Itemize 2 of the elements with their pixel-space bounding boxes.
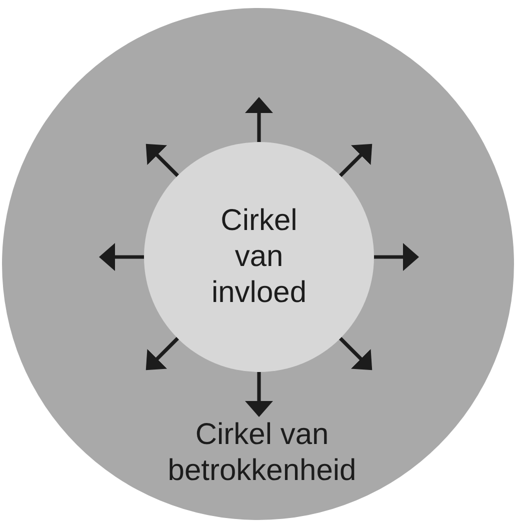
circle-label: Cirkel van invloed [210,203,308,311]
circle-label: Cirkel van betrokkenheid [166,417,358,489]
